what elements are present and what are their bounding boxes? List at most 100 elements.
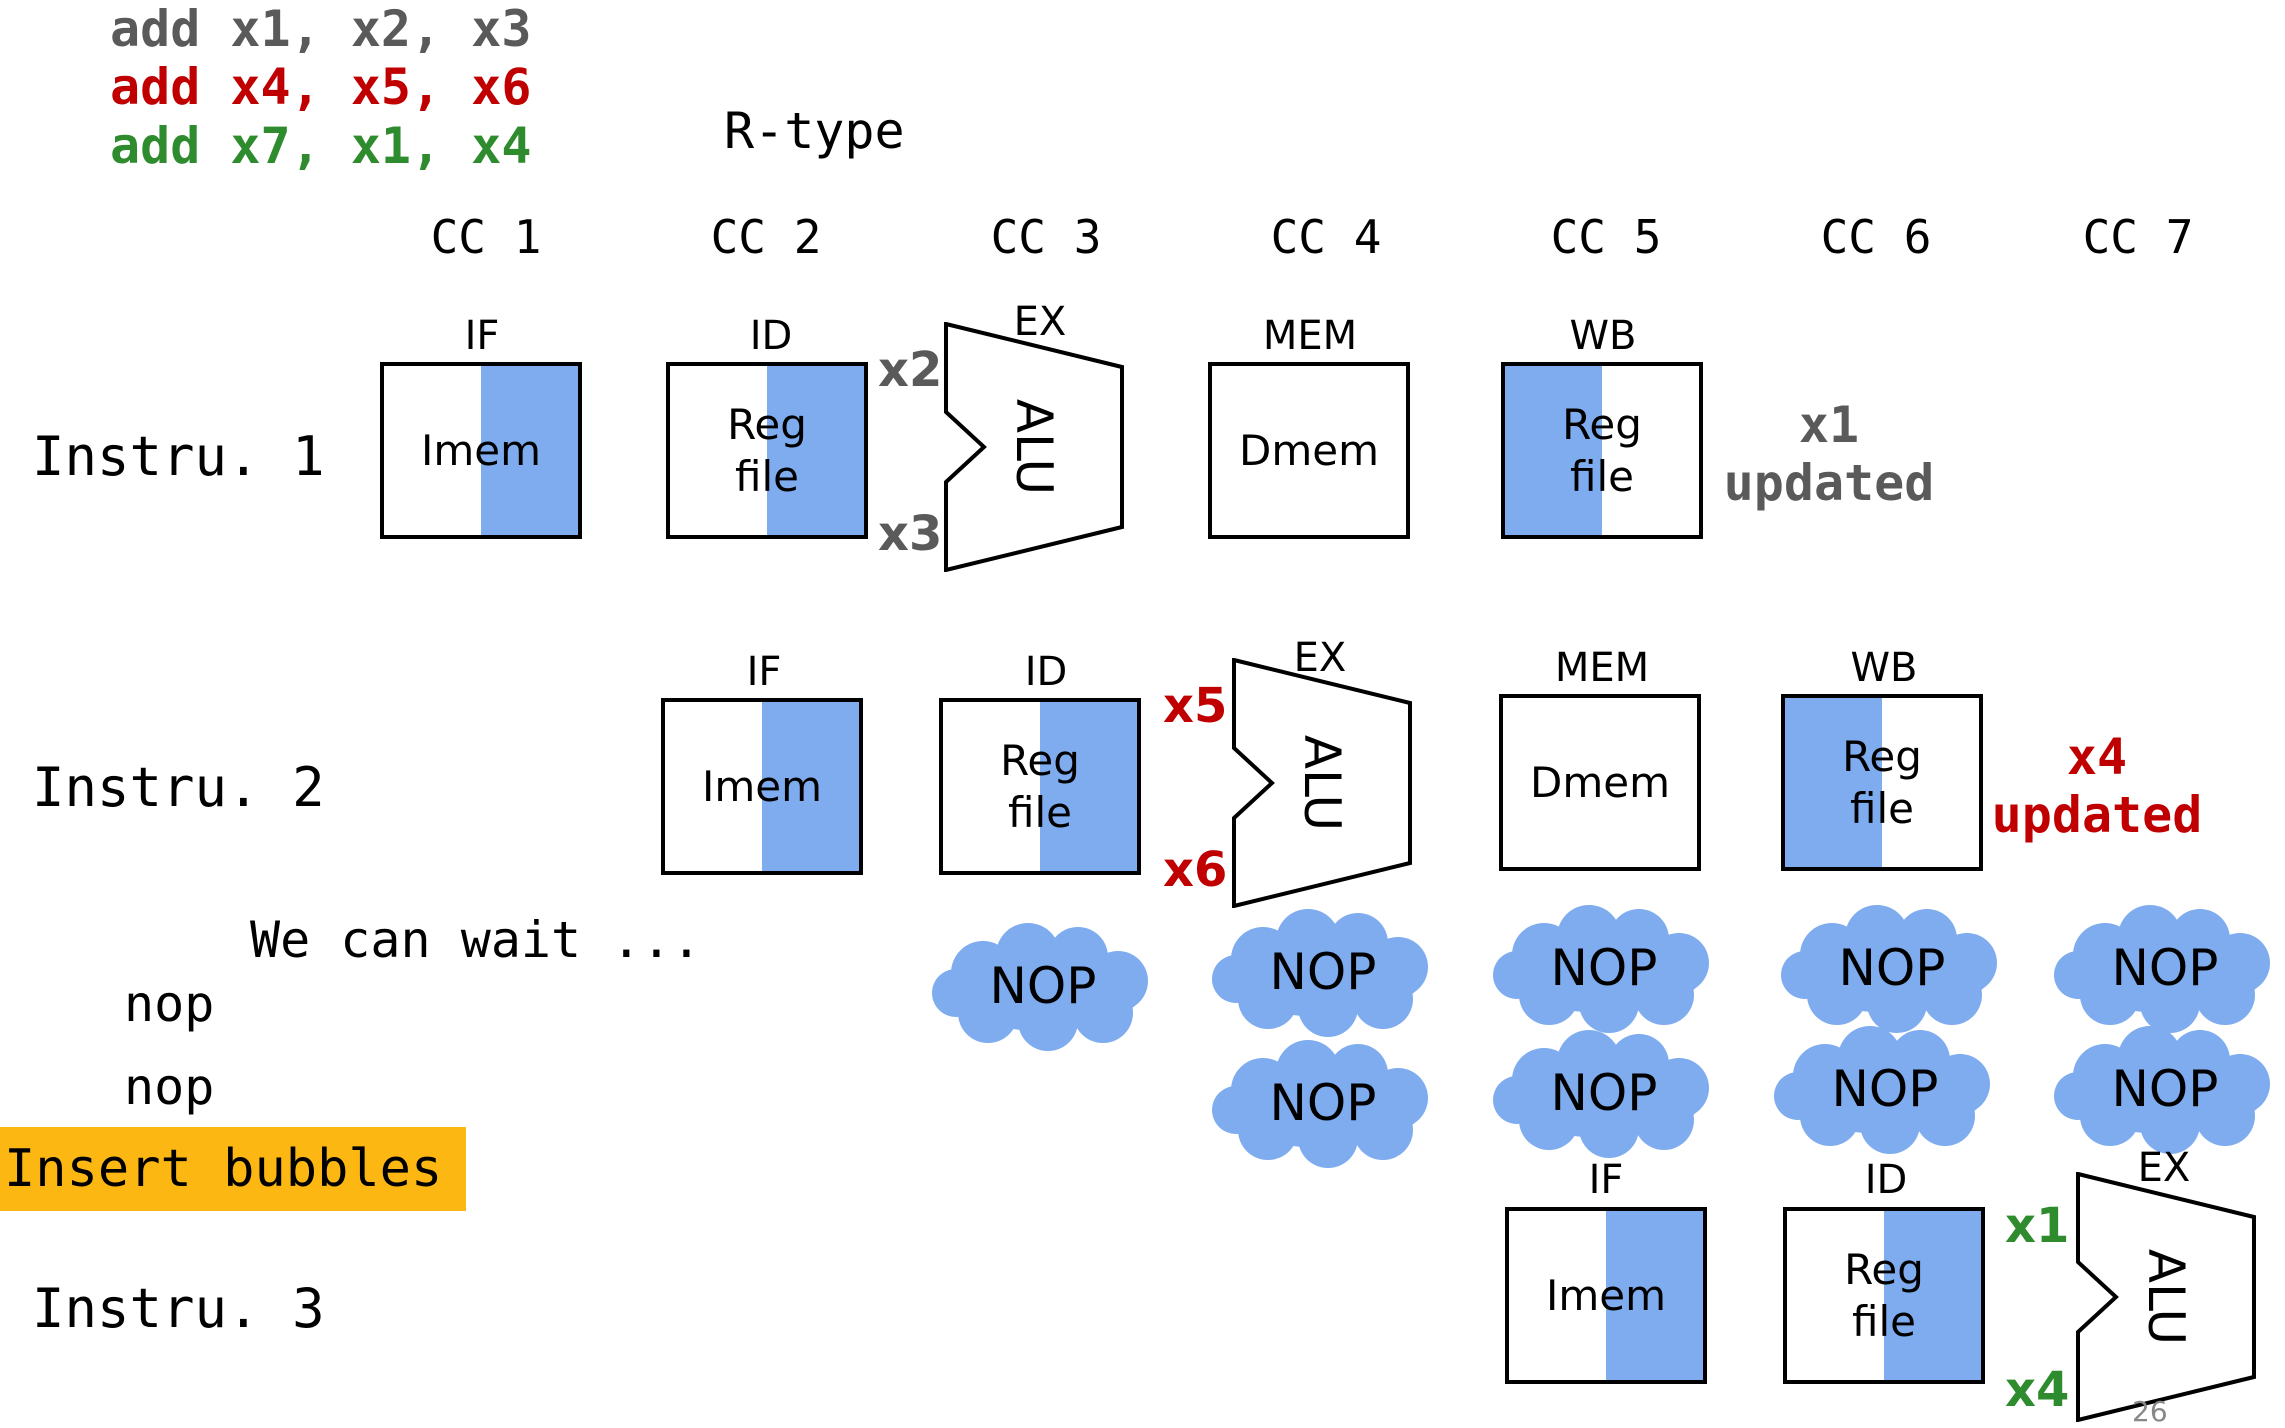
- instr3-ex-label: EX: [2137, 1145, 2191, 1191]
- cloud-shape: [2054, 1026, 2270, 1154]
- wait-note: We can wait ...: [250, 911, 702, 969]
- alu-shape: [2076, 1172, 2256, 1422]
- instruction-type-label: R-type: [724, 102, 905, 160]
- nop-text: NOP: [989, 957, 1097, 1015]
- instruction-2-label: Instru. 2: [32, 756, 325, 819]
- cycle-header-2: CC 2: [710, 210, 822, 264]
- nop-bubble: NOP: [928, 921, 1158, 1051]
- nop-bubble: NOP: [1770, 1024, 2000, 1154]
- instr2-alu: ALU: [1232, 658, 1412, 908]
- insert-bubbles-badge: Insert bubbles: [0, 1127, 466, 1211]
- nop-bubble: NOP: [2050, 1024, 2280, 1154]
- cycle-header-1: CC 1: [430, 210, 542, 264]
- reg-text: Reg: [727, 399, 807, 449]
- instr2-id-label: ID: [1024, 649, 1068, 695]
- imem-text: Imem: [1545, 1270, 1667, 1320]
- code-line-1: add x1, x2, x3: [110, 0, 532, 58]
- alu-shape: [944, 322, 1124, 572]
- file-text: file: [1008, 787, 1072, 837]
- nop-text: NOP: [1550, 1064, 1658, 1122]
- instr1-src1-register: x2: [878, 342, 943, 398]
- reg-text: Reg: [1562, 399, 1642, 449]
- instr1-if-label: IF: [464, 313, 500, 359]
- instr2-src1-register: x5: [1163, 678, 1228, 734]
- instr1-alu: ALU: [944, 322, 1124, 572]
- instr3-alu: ALU: [2076, 1172, 2256, 1422]
- cloud-shape: [932, 923, 1148, 1051]
- cloud-shape: [1781, 905, 1997, 1033]
- dmem-text: Dmem: [1529, 757, 1670, 807]
- cloud-shape: [2054, 905, 2270, 1033]
- instr3-id-label: ID: [1864, 1157, 1908, 1203]
- nop-instruction-2: nop: [124, 1058, 215, 1116]
- instr2-imem-box: Imem: [661, 698, 863, 875]
- read-shade: [1884, 1211, 1981, 1380]
- instr3-src1-register: x1: [2005, 1198, 2070, 1254]
- file-text: file: [1852, 1296, 1916, 1346]
- write-shade: [1505, 366, 1602, 535]
- instr2-updated-text: updated: [1991, 786, 2203, 844]
- alu-text: ALU: [1005, 398, 1063, 496]
- cycle-header-7: CC 7: [2082, 210, 2194, 264]
- instr2-src2-register: x6: [1163, 842, 1228, 898]
- file-text: file: [1850, 783, 1914, 833]
- instr3-imem-box: Imem: [1505, 1207, 1707, 1384]
- file-text: file: [1570, 451, 1634, 501]
- file-text: file: [735, 451, 799, 501]
- instr1-dest-register: x1: [1798, 396, 1860, 454]
- instr1-wb-label: WB: [1569, 313, 1637, 359]
- cloud-shape: [1774, 1026, 1990, 1154]
- instr1-imem-box: Imem: [380, 362, 582, 539]
- reg-text: Reg: [1842, 731, 1922, 781]
- nop-bubble: NOP: [1208, 907, 1438, 1037]
- nop-text: NOP: [2111, 1060, 2219, 1118]
- nop-bubble: NOP: [1777, 903, 2007, 1033]
- imem-text: Imem: [701, 761, 823, 811]
- read-shade: [1040, 702, 1137, 871]
- read-shade: [762, 702, 859, 871]
- cloud-shape: [1212, 909, 1428, 1037]
- alu-text: ALU: [1293, 734, 1351, 832]
- write-shade: [1785, 698, 1882, 867]
- cloud-shape: [1493, 905, 1709, 1033]
- cycle-header-5: CC 5: [1550, 210, 1662, 264]
- instr2-update-note: x4 updated: [1982, 728, 2212, 844]
- nop-text: NOP: [1838, 939, 1946, 997]
- instr2-mem-label: MEM: [1554, 645, 1650, 691]
- instr2-ex-label: EX: [1293, 635, 1347, 681]
- read-shade: [1606, 1211, 1703, 1380]
- page-number: 26: [2132, 1395, 2168, 1428]
- imem-text: Imem: [420, 425, 542, 475]
- nop-text: NOP: [1550, 939, 1658, 997]
- instr2-if-label: IF: [746, 649, 782, 695]
- nop-bubble: NOP: [2050, 903, 2280, 1033]
- cloud-shape: [1212, 1040, 1428, 1168]
- instr1-mem-label: MEM: [1262, 313, 1358, 359]
- nop-bubble: NOP: [1208, 1038, 1438, 1168]
- cycle-header-3: CC 3: [990, 210, 1102, 264]
- nop-bubble: NOP: [1489, 1028, 1719, 1158]
- cycle-header-6: CC 6: [1820, 210, 1932, 264]
- instr1-dmem-box: Dmem: [1208, 362, 1410, 539]
- nop-instruction-1: nop: [124, 975, 215, 1033]
- read-shade: [767, 366, 864, 535]
- instruction-3-label: Instru. 3: [32, 1277, 325, 1340]
- alu-text: ALU: [2137, 1248, 2195, 1346]
- reg-text: Reg: [1000, 735, 1080, 785]
- nop-text: NOP: [2111, 939, 2219, 997]
- instr2-dmem-box: Dmem: [1499, 694, 1701, 871]
- code-line-3: add x7, x1, x4: [110, 117, 532, 175]
- instr1-src2-register: x3: [878, 506, 943, 562]
- code-line-2: add x4, x5, x6: [110, 58, 532, 116]
- instr2-dest-register: x4: [2066, 728, 2128, 786]
- instr1-update-note: x1 updated: [1714, 396, 1944, 512]
- nop-text: NOP: [1269, 943, 1377, 1001]
- nop-text: NOP: [1831, 1060, 1939, 1118]
- nop-text: NOP: [1269, 1074, 1377, 1132]
